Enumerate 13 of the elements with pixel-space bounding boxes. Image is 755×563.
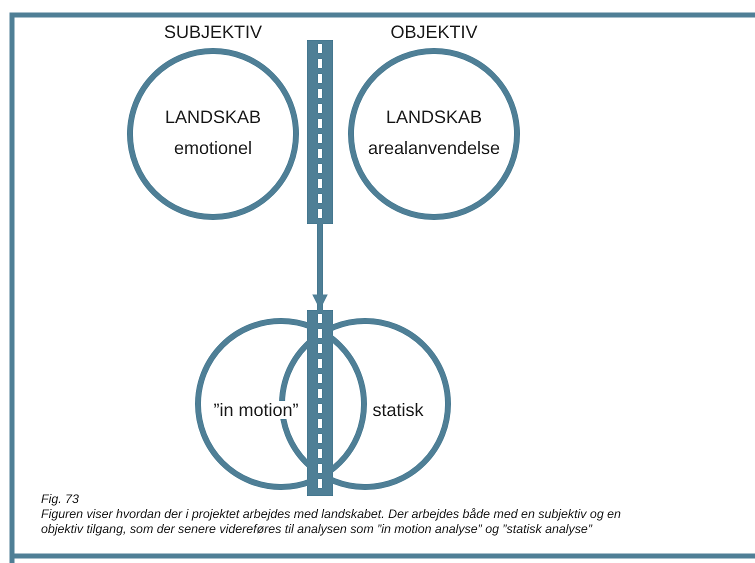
node-label: emotionel: [172, 139, 254, 157]
caption: Figuren viser hvordan der i projektet arbejdes med landskabet. Der arbejdes både med en subjektiv og en objektiv tilgang, som der senere videreføres til analysen som ”in motion analyse” og ”statisk analyse”: [41, 507, 622, 537]
node-label: LANDSKAB: [164, 108, 262, 126]
node-label: statisk: [372, 401, 424, 419]
arrow: [312, 224, 328, 310]
road-bar: [307, 310, 333, 496]
heading: OBJEKTIV: [389, 23, 479, 41]
figure-number: Fig. 73: [41, 492, 79, 507]
node-label: LANDSKAB: [384, 108, 484, 126]
heading: SUBJEKTIV: [162, 23, 264, 41]
node-label: arealanvendelse: [366, 139, 502, 157]
node-label: ”in motion”: [212, 401, 300, 419]
road-bar: [307, 40, 333, 224]
